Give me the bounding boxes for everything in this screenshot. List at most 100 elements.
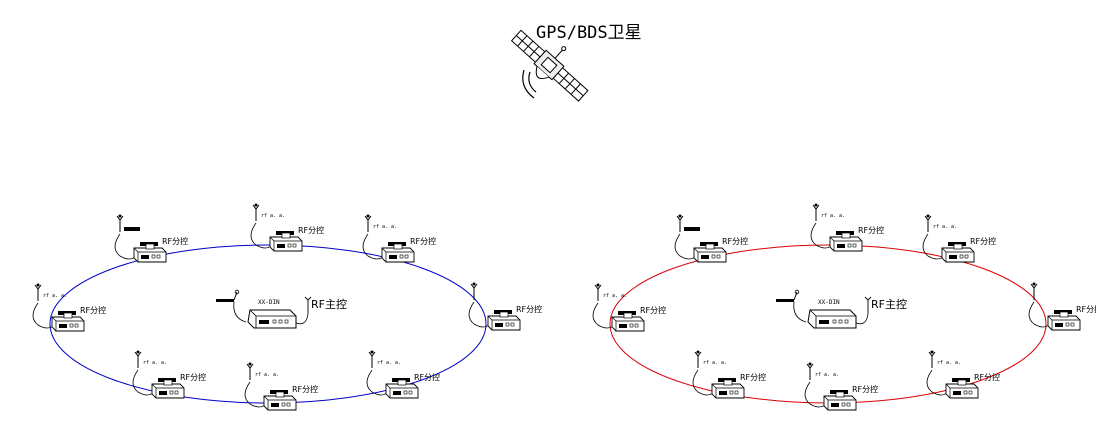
slave-controller-node[interactable]: rf a. a. RF分控 (250, 203, 324, 252)
node-label: RF分控 (80, 305, 106, 315)
rf-device-icon (711, 379, 745, 399)
antenna-icon (116, 214, 124, 232)
node-label: RF分控 (1076, 304, 1096, 314)
slave-controller-node[interactable]: rf a. a. RF分控 (692, 350, 766, 399)
node-label: RF分控 (722, 236, 748, 246)
node-cable (362, 233, 385, 260)
antenna-icon (364, 214, 372, 232)
master-label-bar (216, 299, 234, 302)
master-label-bar (776, 299, 794, 302)
node-label: RF分控 (640, 305, 666, 315)
antenna-icon (928, 350, 936, 368)
antenna-label: rf a. a. (815, 372, 839, 378)
signal-waves-icon (522, 69, 537, 99)
rf-device-icon (1047, 311, 1081, 331)
antenna-label: rf a. a. (255, 372, 279, 378)
master-role-label: RF主控 (311, 297, 347, 311)
slave-controller-node[interactable]: rf a. a. RF分控 (592, 283, 666, 332)
antenna-icon (1030, 282, 1038, 300)
antenna-icon (34, 283, 42, 301)
rf-device-icon (823, 391, 857, 411)
antenna-icon (252, 203, 260, 221)
solar-panel-right (552, 67, 589, 102)
rf-device-icon (487, 311, 521, 331)
slave-controller-node[interactable]: RF分控 (1028, 282, 1096, 331)
node-label: RF分控 (970, 236, 996, 246)
node-label: RF分控 (858, 225, 884, 235)
node-cable (810, 222, 833, 249)
slave-controller-node[interactable]: rf a. a.RF分控 (32, 283, 106, 332)
rf-device-icon (151, 379, 185, 399)
master-role-label: RF主控 (871, 297, 907, 311)
slave-controller-node[interactable]: rf a. a. RF分控 (810, 203, 884, 252)
node-cable (32, 302, 55, 329)
slave-controller-node[interactable]: RF分控 (114, 214, 188, 263)
node-label: RF分控 (414, 372, 440, 382)
rf-device-icon (941, 243, 975, 263)
slave-controller-node[interactable]: rf a. a. RF分控 (132, 350, 206, 399)
antenna-label: rf a. a. (373, 224, 397, 230)
antenna-label: rf a. a. (703, 360, 727, 366)
master-controller-icon[interactable]: XX-DIN RF主控 (216, 289, 347, 329)
antenna-icon (368, 350, 376, 368)
node-cable (468, 301, 491, 328)
slave-controller-node[interactable]: rf a. a. RF分控 (804, 362, 878, 411)
slave-controller-node[interactable]: RF分控 (468, 282, 542, 331)
antenna-label: rf a. a. (933, 224, 957, 230)
slave-controller-node[interactable]: rf a. a. RF分控 (362, 214, 436, 263)
slave-controller-node[interactable]: RF分控 (674, 214, 748, 263)
antenna-label: rf a. a. (821, 213, 845, 219)
slave-controller-node[interactable]: rf a. a.RF分控 (366, 350, 440, 399)
antenna-label: rf a. a. (143, 360, 167, 366)
slave-controller-node[interactable]: rf a. a. RF分控 (922, 214, 996, 263)
rf-device-icon (385, 379, 419, 399)
rf-device-icon (51, 312, 85, 332)
antenna-icon (806, 362, 814, 380)
rf-device-icon (945, 379, 979, 399)
antenna-label: rf a. a. (937, 360, 961, 366)
antenna-label-box (124, 227, 140, 231)
satellite-label: GPS/BDS卫星 (536, 23, 642, 43)
antenna-icon (694, 350, 702, 368)
node-cable (114, 233, 137, 260)
master-device-label: XX-DIN (258, 299, 280, 306)
node-label: RF分控 (516, 304, 542, 314)
slave-controller-node[interactable]: rf a. a.RF分控 (244, 362, 318, 411)
antenna-icon (812, 203, 820, 221)
antenna-label: rf a. a. (603, 293, 627, 299)
rf-device-icon (263, 391, 297, 411)
node-label: RF分控 (162, 236, 188, 246)
node-cable (804, 381, 827, 408)
antenna-icon (594, 283, 602, 301)
node-label: RF分控 (852, 384, 878, 394)
node-cable (250, 222, 273, 249)
antenna-icon (924, 214, 932, 232)
antenna-icon (676, 214, 684, 232)
node-cable (674, 233, 697, 260)
antenna-icon (246, 362, 254, 380)
slave-controller-node[interactable]: rf a. a. RF分控 (926, 350, 1000, 399)
node-label: RF分控 (974, 372, 1000, 382)
rf-device-icon (133, 243, 167, 263)
node-cable (366, 369, 389, 396)
antenna-icon (134, 350, 142, 368)
ring-network: XX-DIN RF主控 RF分控 rf a. a. RF分控 rf a. a. RF分控 RF… (32, 203, 542, 411)
rf-device-icon (269, 232, 303, 252)
node-label: RF分控 (410, 236, 436, 246)
node-label: RF分控 (180, 372, 206, 382)
antenna-icon (470, 282, 478, 300)
satellite-icon (510, 29, 589, 102)
rf-device-icon (381, 243, 415, 263)
satellite-dish (535, 66, 550, 80)
node-cable (592, 302, 615, 329)
antenna-label-box (684, 227, 700, 231)
node-label: RF分控 (298, 225, 324, 235)
solar-panel-left (510, 29, 546, 63)
node-cable (692, 369, 715, 396)
antenna-label: rf a. a. (261, 213, 285, 219)
node-label: RF分控 (740, 372, 766, 382)
